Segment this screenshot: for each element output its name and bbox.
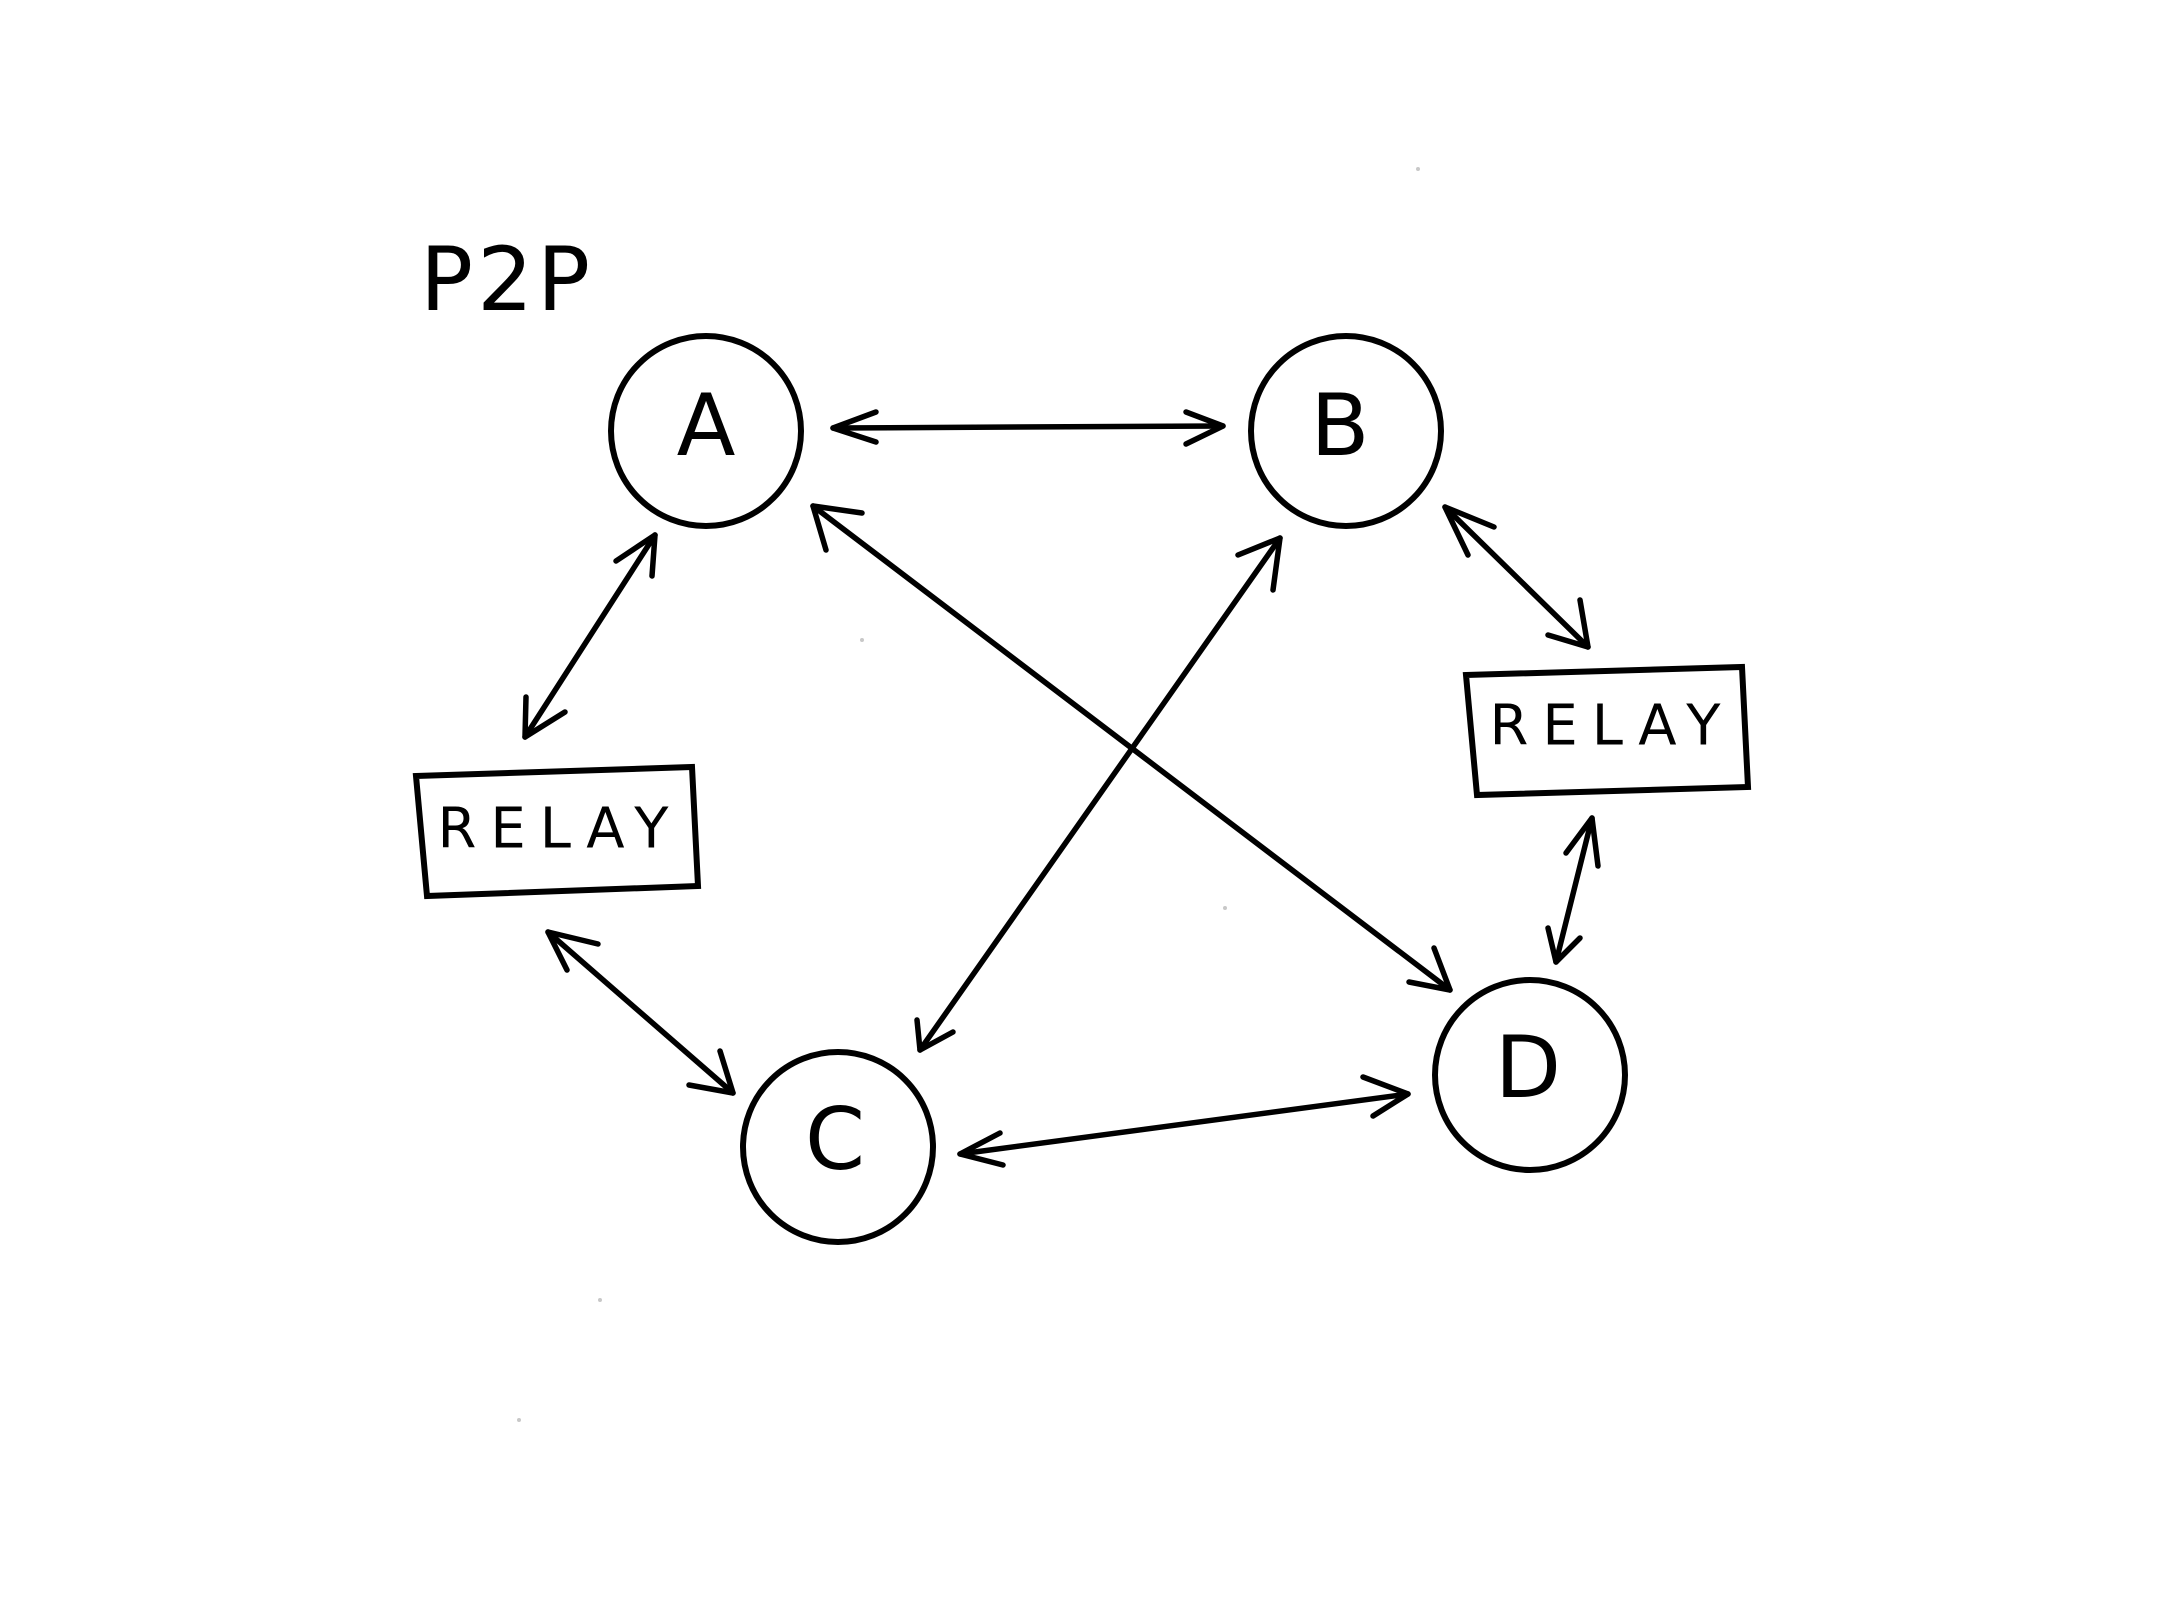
relay-right-label: RELAY [1490,694,1735,759]
relay-left: RELAY [412,763,702,900]
node-c-label: C [805,1090,865,1190]
node-b-label: B [1311,376,1370,476]
relay-right: RELAY [1462,663,1752,799]
diagram-title: P2P [420,228,594,331]
node-a: A [608,333,804,529]
node-d-label: D [1495,1018,1561,1118]
edge-relay-right-d [1545,815,1601,965]
edges [522,409,1601,1168]
edge-a-b [830,409,1226,447]
edge-b-relay-right [1442,504,1591,650]
node-d: D [1432,977,1628,1173]
node-b: B [1248,333,1444,529]
edge-b-c [914,535,1283,1053]
edge-relay-left-c [545,929,736,1096]
edge-c-d [957,1074,1411,1168]
node-c: C [740,1049,936,1245]
relay-left-label: RELAY [438,797,683,862]
paper-specks [517,167,1420,1422]
node-a-label: A [677,376,736,476]
edge-a-relay-left [522,532,658,740]
